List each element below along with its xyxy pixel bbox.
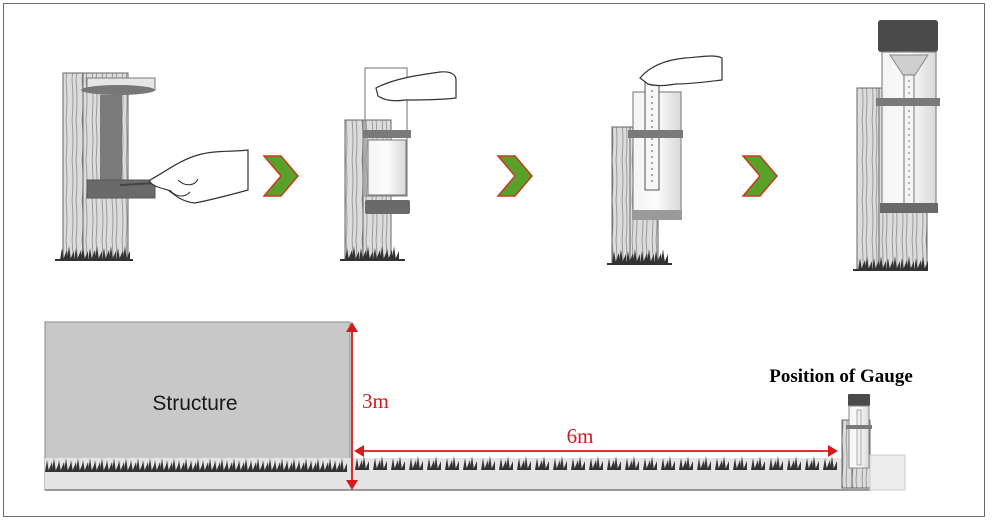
distance-label: 6m [567,424,594,448]
gauge-icon [841,394,906,491]
gauge-position-label: Position of Gauge [769,366,913,387]
step-1-illustration [55,72,249,261]
height-dimension [346,322,358,490]
figure-frame [3,3,985,517]
step-3-illustration [607,55,723,265]
step-2-illustration [340,67,457,261]
height-label: 3m [362,389,389,413]
distance-dimension [354,445,838,457]
bottom-scene: Structure 3m 6m Position of Gauge [44,321,913,491]
chevron-right-icon [262,155,299,197]
chevron-right-icon [741,155,778,197]
chevron-right-icon [496,155,533,197]
step-4-illustration [853,20,940,271]
structure-label: Structure [152,392,237,415]
